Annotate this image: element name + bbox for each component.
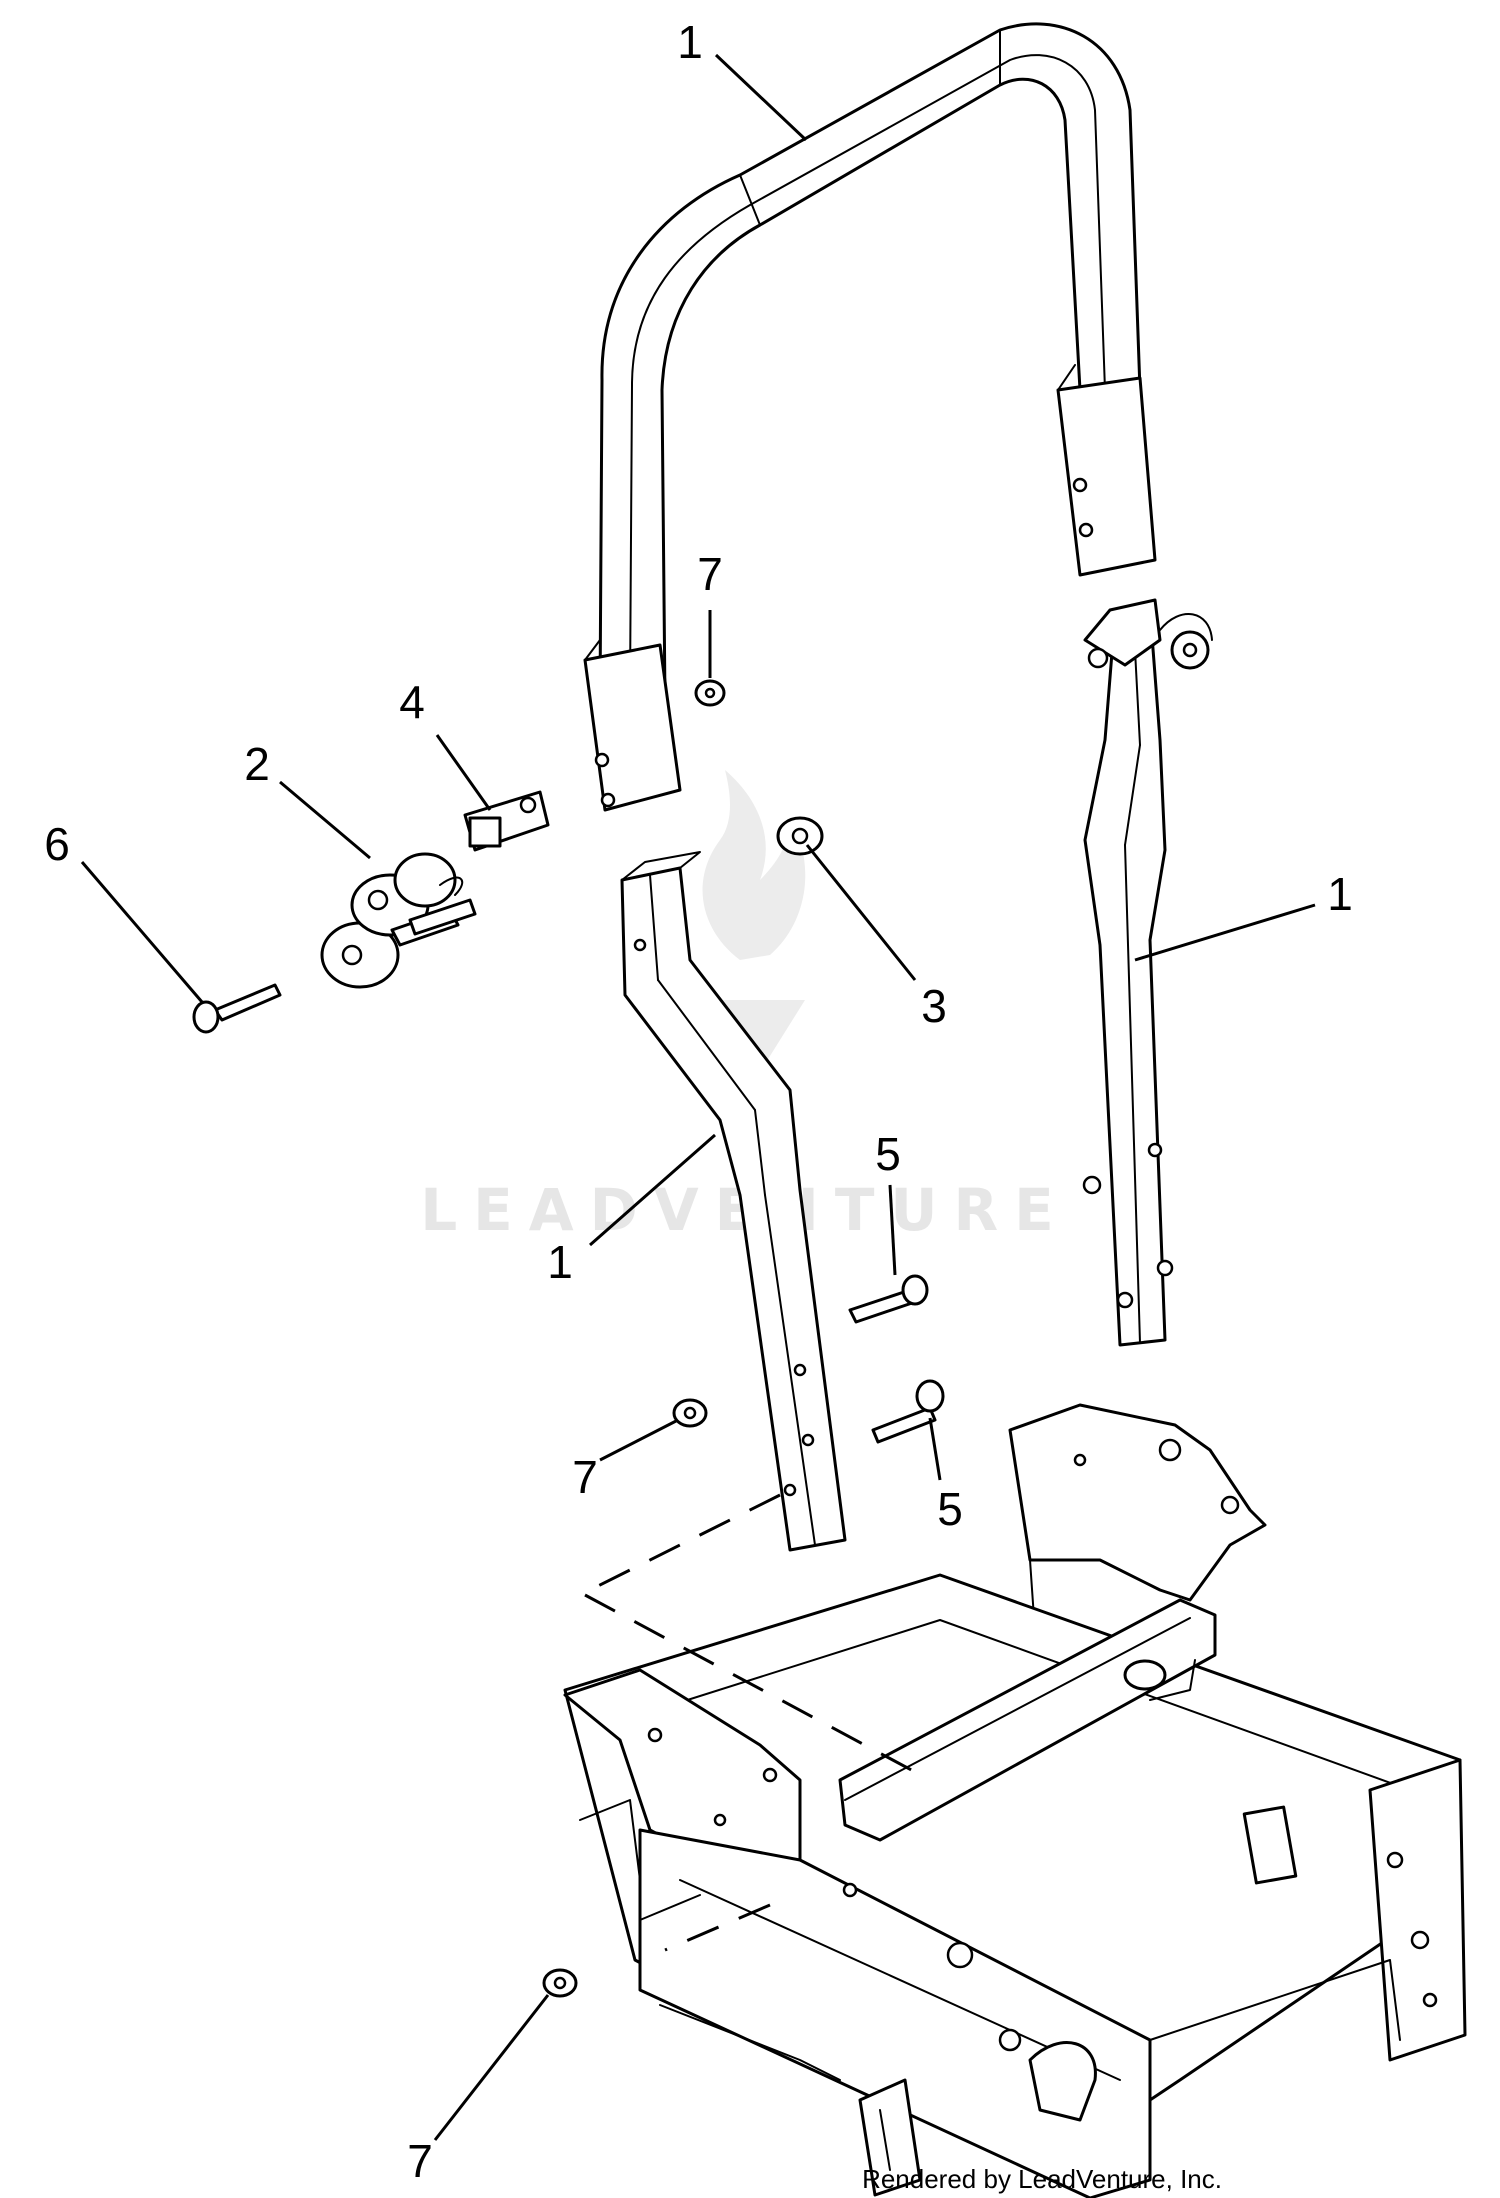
callout-5-lower: 5 (937, 1483, 963, 1535)
left-lower-upright (620, 851, 847, 1552)
callout-labels: 1 1 1 2 3 4 5 5 6 7 7 7 (44, 16, 1353, 2187)
callout-7-middle: 7 (572, 1451, 598, 1503)
upper-roll-bar-hoop (583, 22, 1157, 812)
hinge-bracket-assembly (320, 852, 477, 989)
watermark-flame-logo (702, 770, 806, 1080)
assembly-guide-lines (584, 1493, 931, 1952)
callout-3: 3 (921, 980, 947, 1032)
callout-5-upper: 5 (875, 1128, 901, 1180)
callout-7-bottom: 7 (407, 2135, 433, 2187)
hex-nut-middle (672, 1398, 708, 1428)
bolt-upper (848, 1274, 929, 1324)
bolt-lower (871, 1379, 945, 1444)
leader-lines (80, 53, 1316, 2141)
mower-frame (563, 1403, 1467, 2198)
lock-nut (776, 816, 824, 856)
long-bolt (192, 983, 282, 1034)
callout-6: 6 (44, 818, 70, 870)
hex-nut-upper (694, 679, 726, 707)
callout-7-upper: 7 (697, 548, 723, 600)
right-lower-upright (1082, 598, 1213, 1347)
render-credit: Rendered by LeadVenture, Inc. (862, 2164, 1222, 2194)
hex-nut-bottom (542, 1968, 578, 1998)
callout-4: 4 (399, 676, 425, 728)
callout-2: 2 (244, 738, 270, 790)
callout-1-right: 1 (1327, 868, 1353, 920)
callout-1-left: 1 (547, 1236, 573, 1288)
spacer-clip (463, 790, 550, 852)
callout-1-top: 1 (677, 16, 703, 68)
